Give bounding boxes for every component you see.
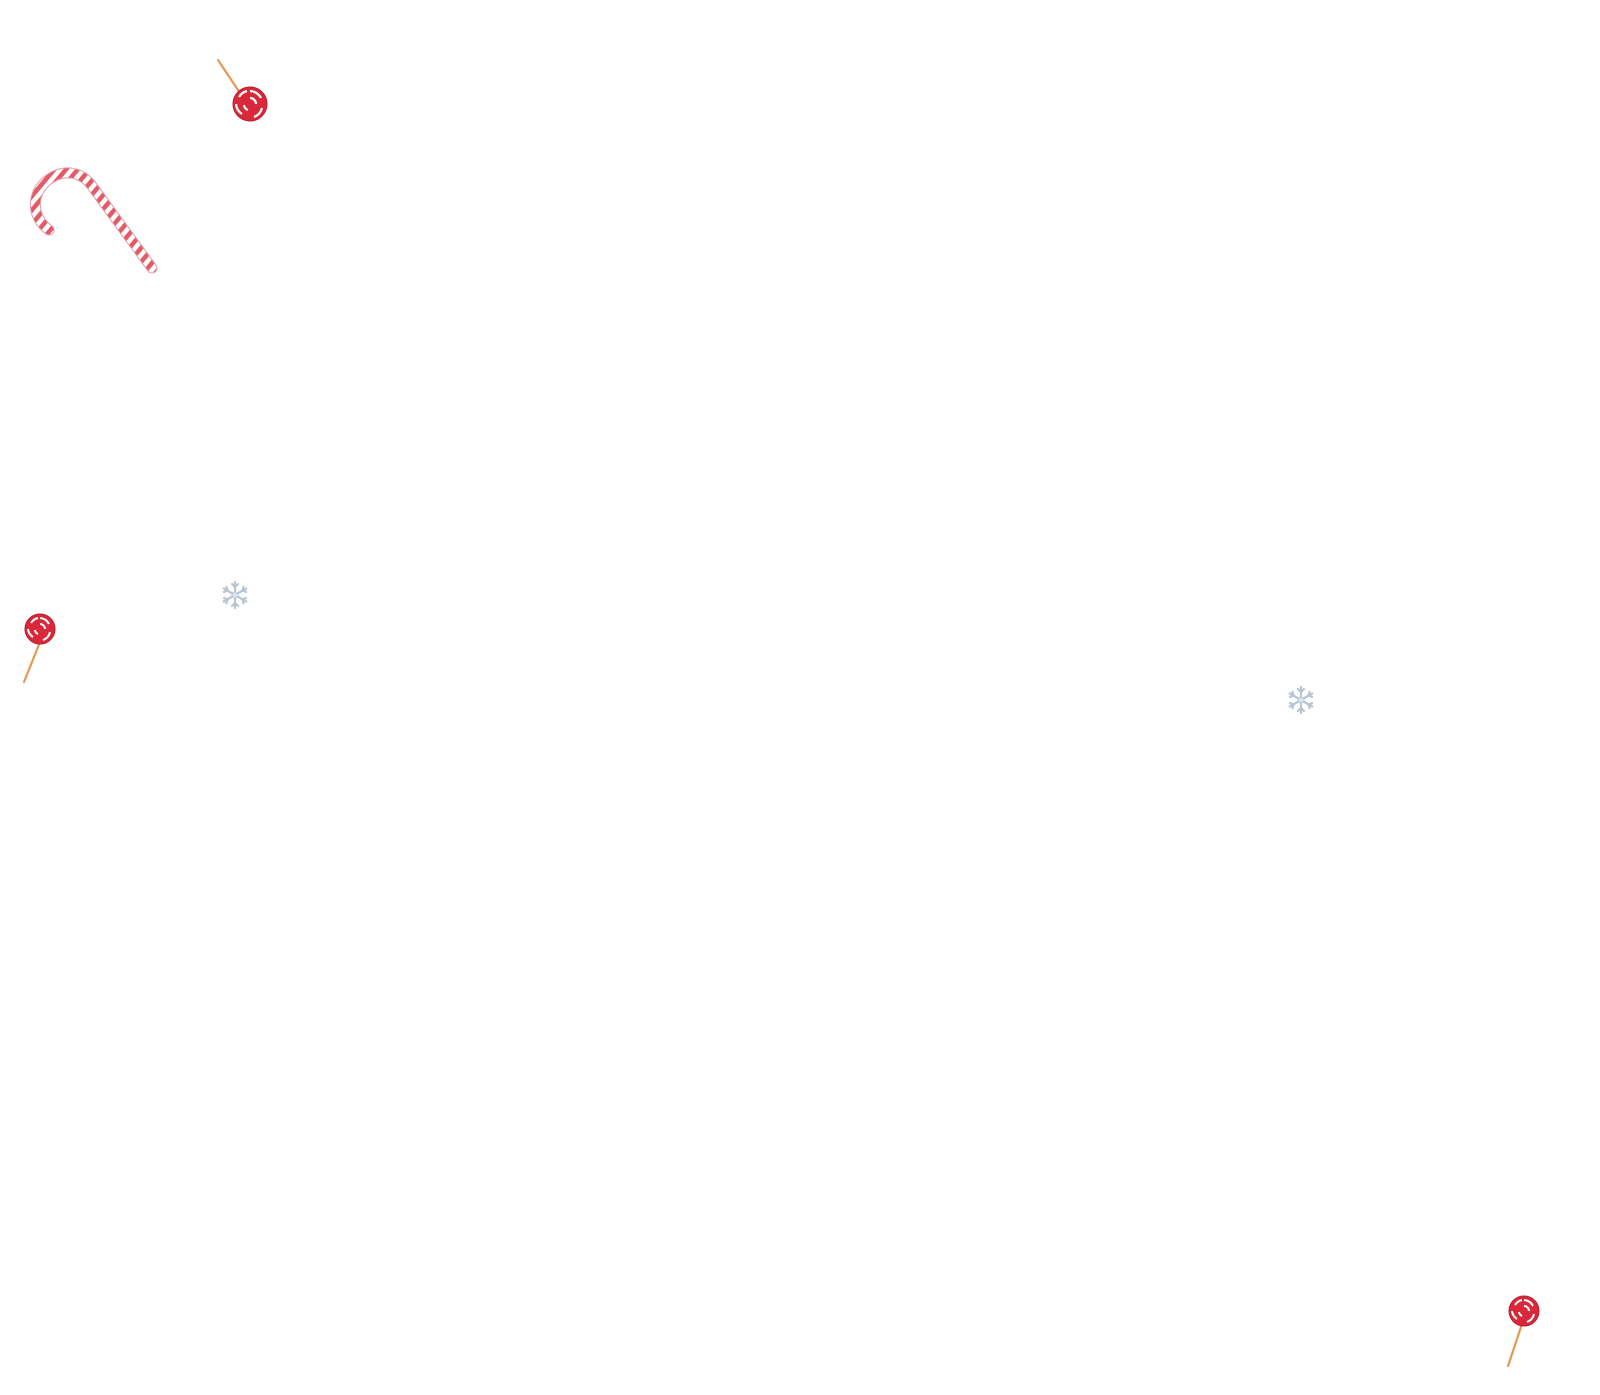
- lollipop-icon: [216, 58, 268, 122]
- candy-cane-icon: [29, 167, 158, 274]
- snowflake-icon: [1288, 685, 1314, 715]
- lollipop-icon: [22, 613, 56, 684]
- lollipop-icon: [1506, 1295, 1540, 1368]
- snowflake-icon: [222, 580, 248, 610]
